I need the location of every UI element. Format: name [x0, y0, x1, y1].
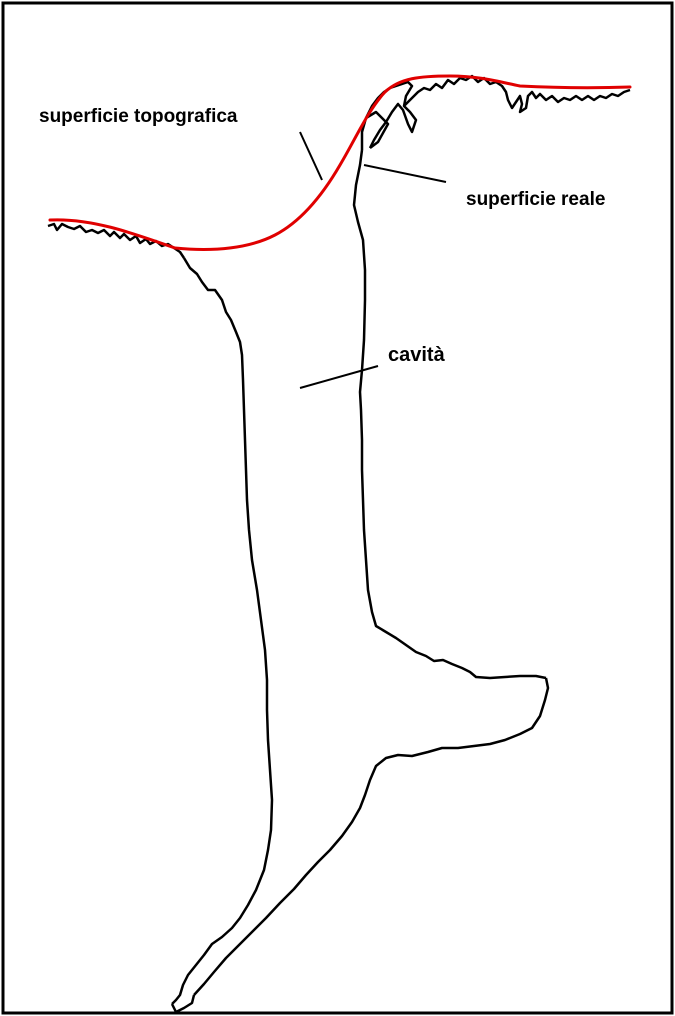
topographic-surface-line — [50, 76, 630, 249]
label-topographic-surface: superficie topografica — [39, 106, 238, 127]
leader-real-surface — [364, 165, 446, 182]
cave-bottom-tip — [172, 995, 194, 1012]
leader-cavity — [300, 366, 378, 388]
leader-topographic — [300, 132, 322, 180]
label-real-surface: superficie reale — [466, 189, 605, 210]
cave-right-wall — [354, 150, 546, 678]
cave-lower-passage — [194, 678, 548, 995]
surface-spike — [366, 112, 388, 148]
cave-left-wall — [172, 258, 272, 1004]
label-cavity: cavità — [388, 344, 446, 366]
diagram-frame — [3, 3, 672, 1013]
